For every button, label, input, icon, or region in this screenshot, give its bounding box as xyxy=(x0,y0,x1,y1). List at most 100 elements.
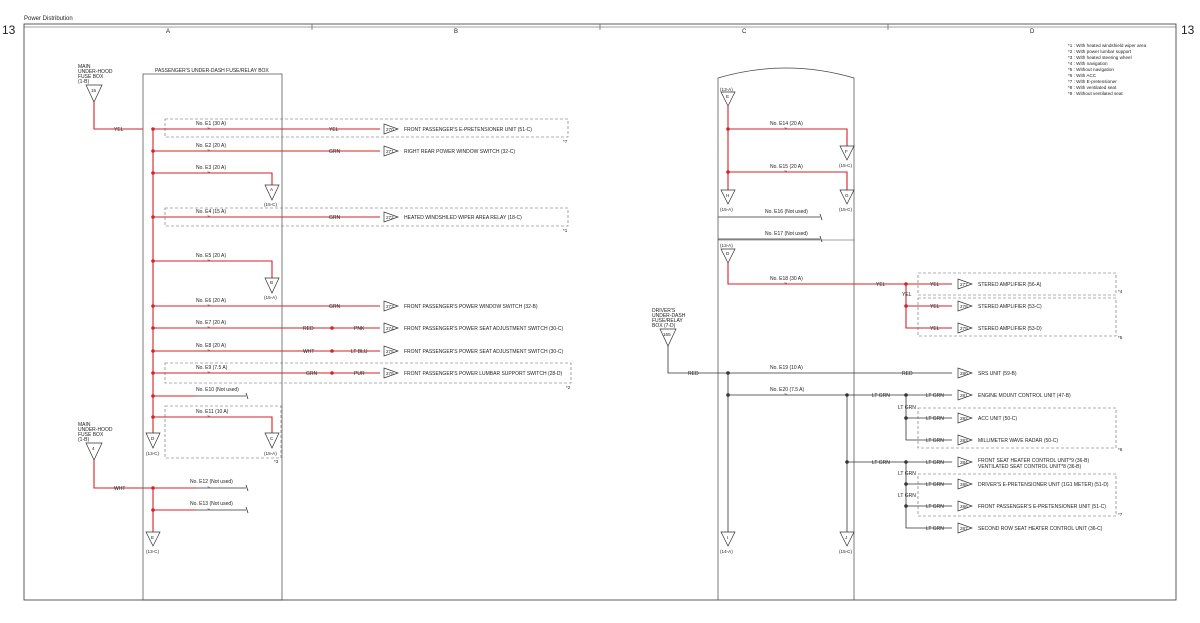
terminal-label: E xyxy=(726,94,729,99)
terminal-ref: (15-A) xyxy=(264,295,277,300)
terminal-label: H xyxy=(726,193,729,198)
connector-number: 271 xyxy=(386,149,394,154)
fuse-label: No. E9 (7.5 A) xyxy=(196,365,228,371)
destination-label: DRIVER'S E-PRETENSIONER UNIT (1G1 METER)… xyxy=(978,482,1109,488)
wire-color: LT GRN xyxy=(872,393,890,399)
terminal-label: D xyxy=(151,436,155,441)
terminal-i-out: I (14-A) xyxy=(720,531,736,554)
source-label: FUSE BOX xyxy=(78,74,104,80)
svg-text:~: ~ xyxy=(207,170,210,176)
note-line: *5 : Without navigation xyxy=(1068,67,1114,72)
fuse-label: No. E2 (20 A) xyxy=(196,143,226,149)
wire-color: LT GRN xyxy=(872,460,890,466)
wire-color: LT BLU xyxy=(351,349,368,355)
red-feed-wire xyxy=(667,346,718,374)
fuse-label: No. E5 (20 A) xyxy=(196,253,226,259)
wire-color: GRN xyxy=(329,215,341,221)
load-281: LT GRN 281 ENGINE MOUNT CONTROL UNIT (47… xyxy=(926,389,1071,401)
fuse-e18-row: No. E18 (30 A) ~ YEL YEL xyxy=(727,263,952,329)
source-label: UNDER-HOOD xyxy=(78,69,113,75)
svg-text:~: ~ xyxy=(207,325,210,331)
wire-color: LT GRN xyxy=(898,493,916,499)
destination-label: STEREO AMPLIFIER (53-D) xyxy=(978,326,1042,332)
note-ref: *6 xyxy=(1118,447,1123,452)
note-ref: *5 xyxy=(1118,335,1123,340)
wire-color: WHT xyxy=(114,486,125,492)
destination-label: SECOND ROW SEAT HEATER CONTROL UNIT (36-… xyxy=(978,526,1103,532)
terminal-ref: (13-A) xyxy=(720,243,733,248)
terminal-j-out: J (15-C) xyxy=(839,531,855,554)
source-label: MAIN xyxy=(78,64,91,70)
wire-color: YEL xyxy=(930,304,940,310)
wire-color: RED xyxy=(902,371,913,377)
svg-text:~: ~ xyxy=(784,169,787,175)
fuse-e1-row: No. E1 (30 A) ~ YEL 270 FRONT PASSENGER'… xyxy=(151,118,569,144)
terminal-ref: (13-C) xyxy=(146,451,159,456)
connector-number: 277 xyxy=(960,282,968,287)
connector-number: 287 xyxy=(960,526,968,531)
fuse-label: No. E15 (20 A) xyxy=(770,164,803,170)
terminal-d-out: D (13-C) xyxy=(145,432,161,456)
connector-number: 285 xyxy=(960,482,968,487)
fuse-label: No. E19 (10 A) xyxy=(770,365,803,371)
fuse-e13-row: No. E13 (Not used) ~ xyxy=(151,501,249,514)
fuse-label: No. E14 (20 A) xyxy=(770,121,803,127)
connector-number: 278 xyxy=(960,304,968,309)
wire-color: LT GRN xyxy=(898,471,916,477)
column-label-c: C xyxy=(742,29,747,35)
yel-feed-wire xyxy=(93,102,143,130)
note-line: *1 : With heated windshield wiper area xyxy=(1068,43,1147,48)
source-label: MAIN xyxy=(78,422,91,428)
note-ref: *4 xyxy=(1118,289,1123,294)
fuse-e12-row: No. E12 (Not used) ~ xyxy=(190,479,249,492)
wire-color: RED xyxy=(688,371,699,377)
column-label-b: B xyxy=(454,29,458,35)
source-label: FUSE BOX xyxy=(78,432,104,438)
svg-text:~: ~ xyxy=(207,148,210,154)
fuse-e20-row: No. E20 (7.5 A) ~ LT GRN LT GRN LT GRN L… xyxy=(728,387,952,532)
note-ref: *3 xyxy=(274,459,279,464)
destination-label: MILLIMETER WAVE RADAR (50-C) xyxy=(978,438,1058,444)
connector-number: 283 xyxy=(960,438,968,443)
column-label-a: A xyxy=(166,29,170,35)
connector-number: 273 xyxy=(386,304,394,309)
wire-color: LT GRN xyxy=(926,460,944,466)
svg-text:~: ~ xyxy=(207,126,210,132)
connector-number: 286 xyxy=(960,504,968,509)
wire-color: GRN xyxy=(329,304,341,310)
terminal-ref: (13-C) xyxy=(146,549,159,554)
svg-text:~: ~ xyxy=(207,258,210,264)
fuse-e19-row: No. E19 (10 A) RED 280 SRS UNIT (59-B) xyxy=(718,365,1017,379)
terminal-label: E xyxy=(151,535,154,540)
source-label: UNDER-DASH xyxy=(652,313,686,319)
fuse-e5-row: No. E5 (20 A) ~ B (15-A) xyxy=(151,253,280,300)
fuse-e4-row: No. E4 (15 A) ~ GRN 272 HEATED WINDSHILE… xyxy=(151,207,569,233)
fuse-e11-row: No. E11 (10 A) ~ C (15-A) *3 xyxy=(151,405,282,464)
wire-color: LT GRN xyxy=(926,416,944,422)
terminal-d-in: (13-A) D xyxy=(720,243,736,264)
wire-color: YEL xyxy=(902,292,912,298)
note-line: *3 : With heated steering wheel xyxy=(1068,55,1132,60)
page-title: Power Distribution xyxy=(24,16,73,22)
terminal-label: B xyxy=(270,280,273,285)
terminal-ref: (14-A) xyxy=(720,549,733,554)
box-title: PASSENGER'S UNDER-DASH FUSE/RELAY BOX xyxy=(155,68,269,74)
pin-number: 4 xyxy=(92,446,95,451)
terminal-label: A xyxy=(270,187,274,192)
load-278: YEL 278 STEREO AMPLIFIER (53-C) xyxy=(930,300,1042,312)
page-number-right: 13 xyxy=(1181,23,1195,37)
connector-number: 275 xyxy=(386,349,394,354)
fuse-label: No. E16 (Not used) xyxy=(765,209,808,215)
destination-label: HEATED WINDSHILED WIPER AREA RELAY (18-C… xyxy=(404,215,522,221)
connector-number: 276 xyxy=(386,371,394,376)
svg-text:~: ~ xyxy=(207,485,210,491)
wire-color: LT GRN xyxy=(926,393,944,399)
destination-label: FRONT PASSENGER'S POWER WINDOW SWITCH (3… xyxy=(404,304,538,310)
wire-color: YEL xyxy=(876,282,886,288)
note-line: *6 : With ACC xyxy=(1068,73,1097,78)
source-label: DRIVER'S xyxy=(652,308,676,314)
junction-box-right xyxy=(717,67,855,600)
terminal-label: F xyxy=(845,149,848,154)
wire-color: YEL xyxy=(930,326,940,332)
